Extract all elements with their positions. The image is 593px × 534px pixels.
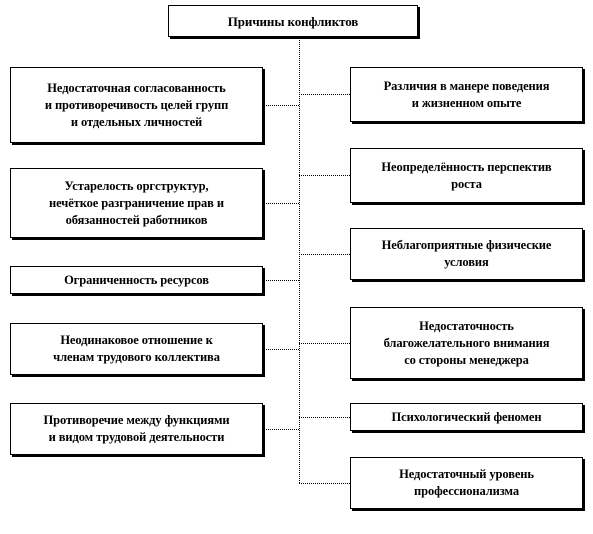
cause-box-left: Противоречие между функциями и видом тру… [10, 403, 263, 455]
cause-box-left: Устарелость оргструктур, нечёткое разгра… [10, 168, 263, 238]
cause-label: Различия в манере поведения и жизненном … [383, 78, 550, 110]
cause-box-right: Неопределённость перспектив роста [350, 148, 583, 203]
cause-box-left: Ограниченность ресурсов [10, 266, 263, 294]
cause-box-left: Недостаточная согласованность и противор… [10, 67, 263, 143]
cause-label: Неблагоприятные физические условия [381, 238, 552, 269]
cause-box-right: Недостаточность благожелательного вниман… [350, 307, 583, 379]
right-connector-line [299, 254, 350, 255]
cause-box-right: Неблагоприятные физические условия [350, 228, 583, 280]
left-connector-line [263, 349, 299, 350]
cause-label: Недостаточность благожелательного вниман… [383, 318, 550, 367]
cause-label: Неопределённость перспектив роста [381, 159, 552, 191]
right-connector-line [299, 483, 350, 484]
left-connector-line [263, 280, 299, 281]
left-connector-line [263, 429, 299, 430]
cause-label: Противоречие между функциями и видом тру… [43, 413, 230, 444]
cause-label: Неодинаковое отношение к членам трудовог… [53, 333, 220, 364]
right-connector-line [299, 343, 350, 344]
cause-box-right: Психологический феномен [350, 403, 583, 431]
cause-label: Психологический феномен [391, 409, 542, 424]
cause-box-left: Неодинаковое отношение к членам трудовог… [10, 323, 263, 375]
cause-label: Ограниченность ресурсов [64, 272, 209, 287]
diagram-title-box: Причины конфликтов [168, 5, 418, 37]
cause-label: Недостаточный уровень профессионализма [399, 467, 534, 498]
right-connector-line [299, 417, 350, 418]
right-connector-line [299, 175, 350, 176]
left-connector-line [263, 105, 299, 106]
cause-label: Недостаточная согласованность и противор… [44, 80, 229, 129]
diagram-title: Причины конфликтов [227, 13, 359, 29]
cause-box-right: Недостаточный уровень профессионализма [350, 457, 583, 509]
left-connector-line [263, 203, 299, 204]
cause-box-right: Различия в манере поведения и жизненном … [350, 67, 583, 122]
right-connector-line [299, 94, 350, 95]
cause-label: Устарелость оргструктур, нечёткое разгра… [49, 178, 224, 227]
main-connector-line [299, 37, 300, 483]
